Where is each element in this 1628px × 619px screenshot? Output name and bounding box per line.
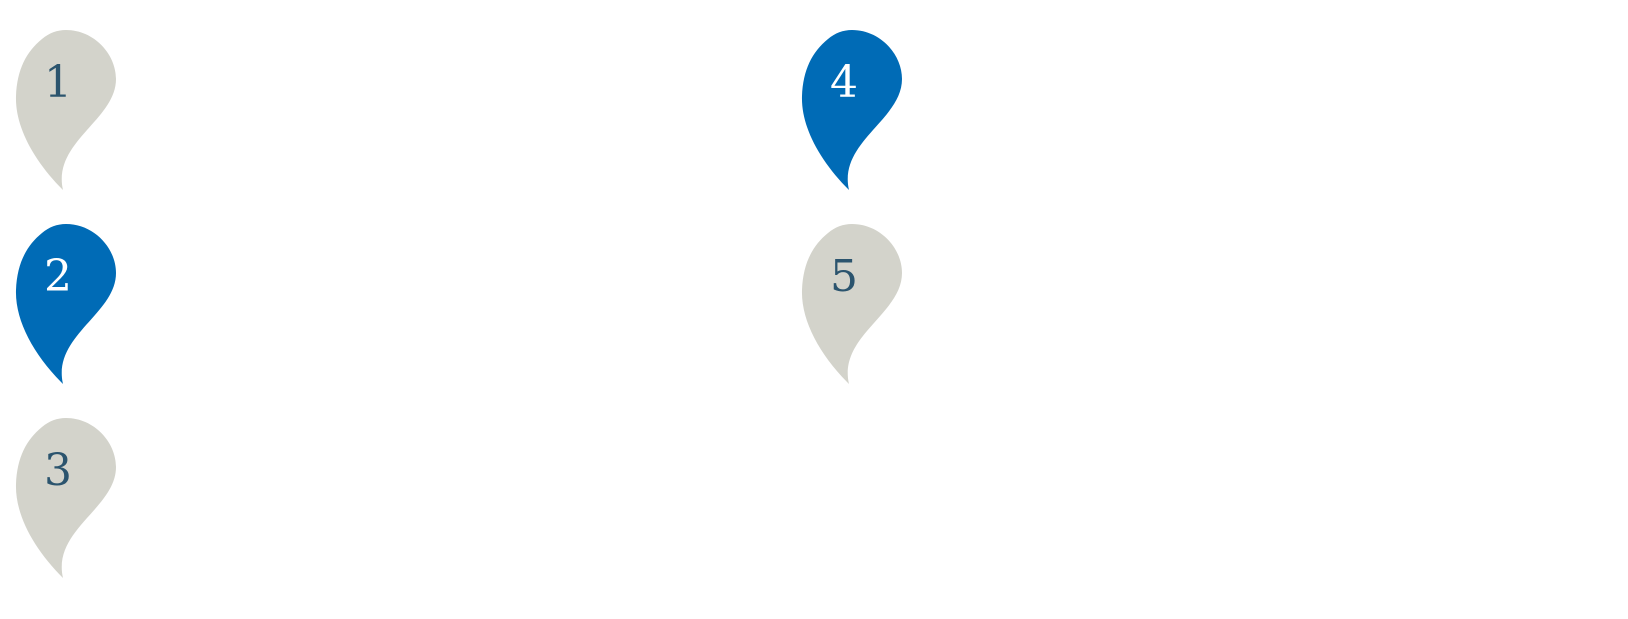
teardrop-pin-icon [15, 30, 116, 190]
pin-number: 2 [44, 251, 72, 302]
pin-number: 1 [44, 57, 72, 108]
map-pin-2[interactable]: 2 [14, 224, 124, 389]
pin-number: 5 [830, 251, 858, 302]
map-pin-4[interactable]: 4 [800, 30, 910, 195]
pin-number: 4 [830, 57, 858, 108]
map-pin-5[interactable]: 5 [800, 224, 910, 389]
teardrop-pin-icon [15, 418, 116, 578]
teardrop-pin-icon [801, 224, 902, 384]
pin-number: 3 [44, 445, 72, 496]
map-pin-1[interactable]: 1 [14, 30, 124, 195]
map-pin-3[interactable]: 3 [14, 418, 124, 583]
teardrop-pin-icon [15, 224, 116, 384]
teardrop-pin-icon [801, 30, 902, 190]
